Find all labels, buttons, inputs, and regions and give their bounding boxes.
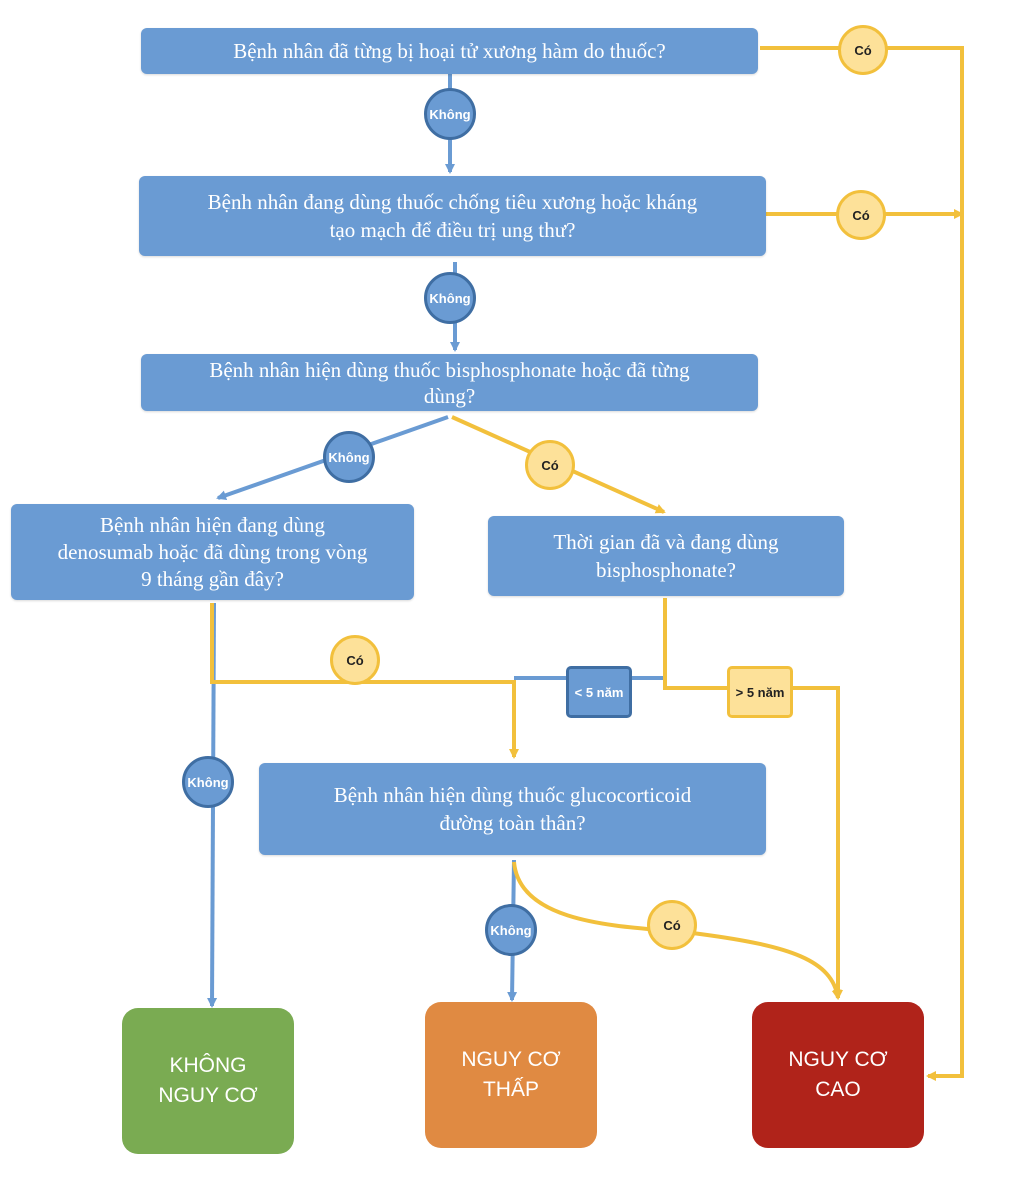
question-text-line2: bisphosphonate?	[596, 558, 736, 582]
q6-yes-path	[512, 861, 842, 1000]
no-badge-q6: Không	[485, 904, 537, 956]
yes-badge-q1: Có	[838, 25, 888, 75]
question-bisphosphonate-duration: Thời gian đã và đang dùng bisphosphonate…	[488, 516, 844, 596]
duration-over-5-years-tag: > 5 năm	[727, 666, 793, 718]
question-text-line2: dùng?	[423, 383, 476, 408]
question-text-line2: tạo mạch để điều trị ung thư?	[329, 218, 576, 242]
question-text-line2: denosumab hoặc đã dùng trong vòng	[57, 539, 368, 564]
yes-badge-q4: Có	[330, 635, 380, 685]
outcome-label-line2: THẤP	[482, 1078, 539, 1101]
question-text-line1: Bệnh nhân hiện đang dùng	[99, 512, 326, 537]
outcome-no-risk: KHÔNG NGUY CƠ	[122, 1008, 294, 1154]
question-text-line3: 9 tháng gần đây?	[141, 566, 284, 591]
question-text-line1: Bệnh nhân đang dùng thuốc chống tiêu xươ…	[207, 190, 698, 214]
no-badge-q3: Không	[323, 431, 375, 483]
question-cancer-antiresorptive: Bệnh nhân đang dùng thuốc chống tiêu xươ…	[139, 176, 766, 256]
question-text-line1: Bệnh nhân hiện dùng thuốc bisphosphonate…	[209, 357, 690, 382]
outcome-label-line1: NGUY CƠ	[461, 1048, 561, 1071]
duration-under-5-years-tag: < 5 năm	[566, 666, 632, 718]
question-text-line1: Bệnh nhân hiện dùng thuốc glucocorticoid	[333, 783, 692, 807]
outcome-high-risk: NGUY CƠ CAO	[752, 1002, 924, 1148]
question-denosumab-use: Bệnh nhân hiện đang dùng denosumab hoặc …	[11, 504, 414, 600]
yes-badge-q2: Có	[836, 190, 886, 240]
question-text-line1: Thời gian đã và đang dùng	[553, 530, 779, 554]
question-text-line2: đường toàn thân?	[439, 811, 586, 835]
question-jaw-osteonecrosis: Bệnh nhân đã từng bị hoại tử xương hàm d…	[141, 28, 758, 74]
no-badge-q2: Không	[424, 272, 476, 324]
yes-badge-q6: Có	[647, 900, 697, 950]
no-badge-q1: Không	[424, 88, 476, 140]
outcome-label-line2: CAO	[815, 1078, 861, 1101]
outcome-label-line2: NGUY CƠ	[158, 1084, 258, 1107]
outcome-low-risk: NGUY CƠ THẤP	[425, 1002, 597, 1148]
no-badge-q4: Không	[182, 756, 234, 808]
question-text: Bệnh nhân đã từng bị hoại tử xương hàm d…	[233, 39, 666, 63]
outcome-label-line1: KHÔNG	[169, 1054, 247, 1077]
outcome-label-line1: NGUY CƠ	[788, 1048, 888, 1071]
question-bisphosphonate-use: Bệnh nhân hiện dùng thuốc bisphosphonate…	[141, 354, 758, 411]
yes-badge-q3: Có	[525, 440, 575, 490]
question-glucocorticoid-use: Bệnh nhân hiện dùng thuốc glucocorticoid…	[259, 763, 766, 855]
